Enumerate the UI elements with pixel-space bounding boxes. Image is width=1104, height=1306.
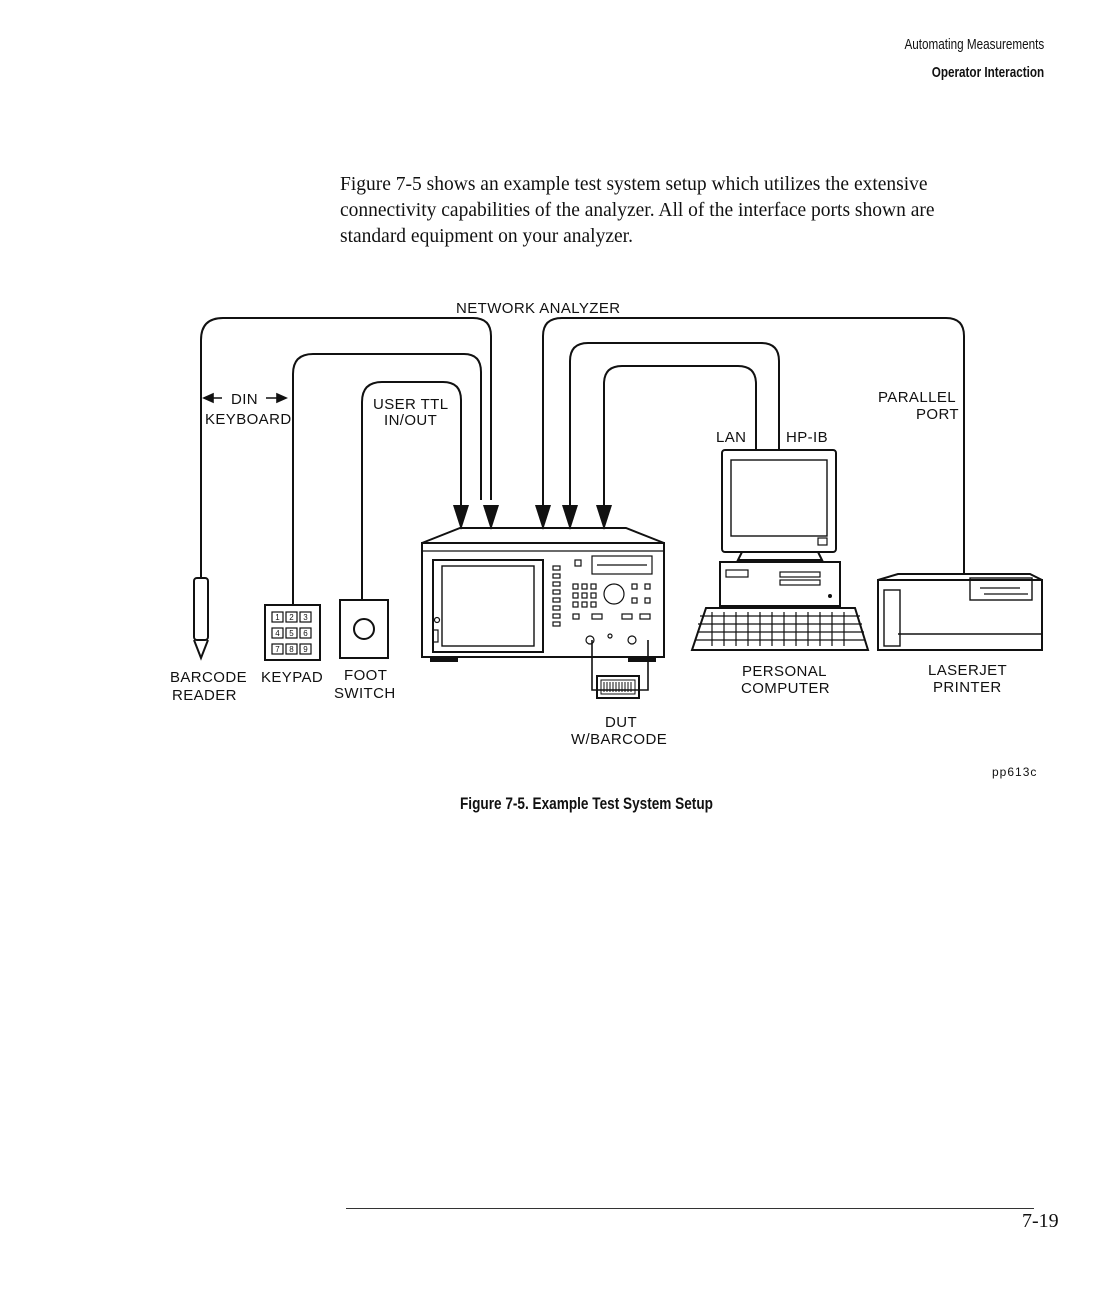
- dut-icon: [591, 640, 649, 699]
- cable-din: [200, 317, 492, 578]
- cable-arrowheads: [453, 505, 612, 530]
- cable-hpib: [603, 365, 757, 508]
- footer-rule: [346, 1208, 1034, 1209]
- label-user-ttl-inout: IN/OUT: [384, 412, 437, 429]
- keypad-key-label: 2: [289, 613, 294, 622]
- label-dut: DUT: [605, 714, 637, 731]
- label-lan: LAN: [716, 429, 746, 446]
- test-system-diagram: NETWORK ANALYZER DIN KEYBOARD USER TTL I…: [170, 300, 1043, 779]
- running-header-section: Automating Measurements: [904, 36, 1044, 53]
- label-reference-code: pp613c: [992, 765, 1037, 779]
- keypad-key-label: 5: [289, 629, 294, 638]
- din-arrows: [202, 392, 288, 404]
- label-network-analyzer: NETWORK ANALYZER: [456, 300, 620, 317]
- cable-keypad: [292, 353, 482, 605]
- cable-parallel: [542, 317, 965, 575]
- label-laserjet: LASERJET: [928, 662, 1007, 679]
- label-barcode-reader: READER: [172, 687, 237, 704]
- running-header-subsection: Operator Interaction: [931, 64, 1044, 81]
- network-analyzer-icon: [421, 527, 665, 662]
- label-hpib: HP-IB: [786, 429, 828, 446]
- laserjet-printer-icon: [877, 573, 1043, 651]
- keypad-key-label: 9: [303, 645, 308, 654]
- label-user-ttl: USER TTL: [373, 396, 448, 413]
- label-parallel: PARALLEL: [878, 389, 956, 406]
- intro-line: Figure 7-5 shows an example test system …: [340, 174, 928, 195]
- label-keyboard: KEYBOARD: [205, 411, 292, 428]
- cable-lan: [569, 342, 780, 508]
- label-din: DIN: [231, 391, 258, 408]
- keypad-key-label: 3: [303, 613, 308, 622]
- intro-line: standard equipment on your analyzer.: [340, 226, 633, 247]
- label-computer: COMPUTER: [741, 680, 830, 697]
- label-personal: PERSONAL: [742, 663, 827, 680]
- cable-user-ttl: [361, 381, 462, 600]
- personal-computer-icon: [690, 449, 870, 651]
- label-keypad: KEYPAD: [261, 669, 323, 686]
- intro-line: connectivity capabilities of the analyze…: [340, 200, 935, 221]
- keypad-key-label: 1: [275, 613, 280, 622]
- page-number: 7-19: [1022, 1210, 1059, 1232]
- label-parallel-port: PORT: [916, 406, 959, 423]
- keypad-key-label: 7: [275, 645, 280, 654]
- label-foot-switch: SWITCH: [334, 685, 396, 702]
- label-barcode: BARCODE: [170, 669, 247, 686]
- keypad-key-label: 4: [275, 629, 280, 638]
- label-dut-barcode: W/BARCODE: [571, 731, 667, 748]
- intro-paragraph: Figure 7-5 shows an example test system …: [340, 172, 1060, 250]
- figure-caption: Figure 7-5. Example Test System Setup: [460, 794, 713, 813]
- barcode-reader-icon: [193, 577, 209, 661]
- label-foot: FOOT: [344, 667, 387, 684]
- label-printer: PRINTER: [933, 679, 1002, 696]
- keypad-key-label: 6: [303, 629, 308, 638]
- keypad-key-label: 8: [289, 645, 294, 654]
- keypad-icon: [264, 604, 321, 661]
- foot-switch-icon: [339, 599, 389, 659]
